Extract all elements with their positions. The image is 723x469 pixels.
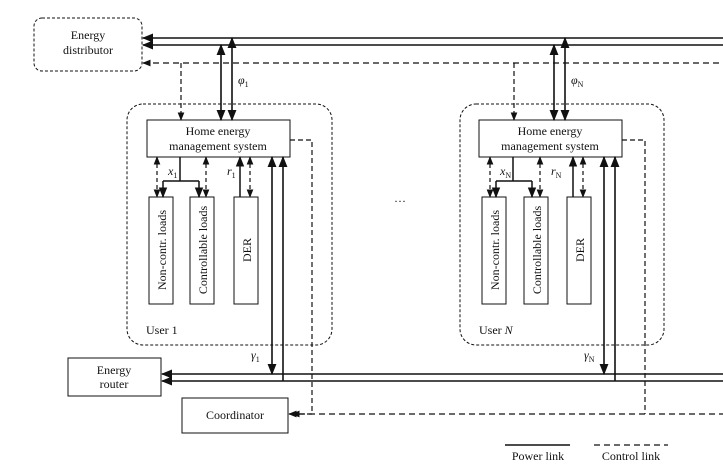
legend-power-label: Power link bbox=[512, 449, 564, 463]
user-1-texts: Home energy management system Non-contr.… bbox=[146, 73, 267, 364]
r-n-symbol: rN bbox=[551, 164, 562, 180]
non-contr-loads-1-label: Non-contr. loads bbox=[155, 210, 169, 290]
x-n-symbol: xN bbox=[499, 164, 511, 180]
user-n-label: User N bbox=[479, 323, 514, 337]
controllable-loads-1-label: Controllable loads bbox=[196, 206, 210, 295]
hems-n-label-1: Home energy bbox=[518, 124, 583, 138]
gamma-n-symbol: γN bbox=[584, 348, 595, 364]
user-1-group bbox=[126, 36, 333, 418]
legend-control-label: Control link bbox=[602, 449, 660, 463]
phi-1-symbol: φ1 bbox=[238, 73, 249, 89]
energy-router-node: Energy router bbox=[67, 357, 162, 397]
der-n-label: DER bbox=[573, 238, 587, 262]
der-1-label: DER bbox=[240, 238, 254, 262]
x-1-symbol: x1 bbox=[167, 164, 177, 180]
controllable-loads-n-label: Controllable loads bbox=[530, 206, 544, 295]
hems-1-label-1: Home energy bbox=[186, 124, 251, 138]
coordinator-node: Coordinator bbox=[181, 397, 289, 434]
non-contr-loads-n-label: Non-contr. loads bbox=[488, 210, 502, 290]
energy-distributor-node: Energy distributor bbox=[33, 17, 143, 72]
user-n-group bbox=[459, 36, 665, 414]
gamma-1-symbol: γ1 bbox=[251, 348, 260, 364]
r-1-symbol: r1 bbox=[227, 164, 236, 180]
legend: Power link Control link bbox=[505, 444, 668, 463]
energy-distributor-label-1: Energy bbox=[71, 28, 105, 42]
phi-n-symbol: φN bbox=[571, 73, 584, 89]
energy-router-label-1: Energy bbox=[97, 363, 131, 377]
energy-router-label-2: router bbox=[100, 377, 129, 391]
energy-distributor-label-2: distributor bbox=[63, 43, 113, 57]
user-1-label: User 1 bbox=[146, 323, 178, 337]
hems-1-label-2: management system bbox=[169, 139, 267, 153]
hems-n-label-2: management system bbox=[501, 139, 599, 153]
users-ellipsis: ··· bbox=[394, 194, 406, 208]
user-n-texts: Home energy management system Non-contr.… bbox=[479, 73, 599, 364]
coordinator-label: Coordinator bbox=[206, 408, 264, 422]
